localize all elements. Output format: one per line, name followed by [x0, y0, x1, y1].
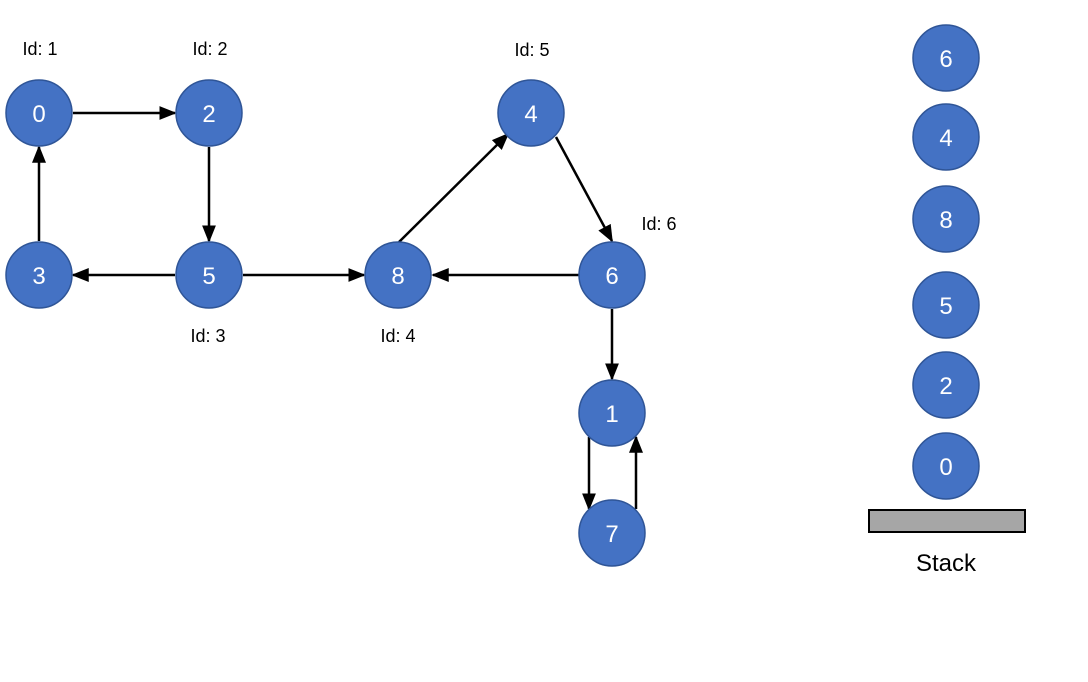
stack-item-label: 4 — [939, 125, 952, 152]
id-label: Id: 1 — [22, 39, 57, 59]
stack-item-label: 0 — [939, 454, 952, 481]
node-6[interactable]: 6 — [578, 241, 646, 309]
node-7[interactable]: 7 — [578, 499, 646, 567]
stack-panel: 6 4 8 5 2 0 Stack — [868, 24, 1026, 577]
stack-item: 2 — [912, 351, 980, 419]
stack-item-label: 5 — [939, 293, 952, 320]
edge-8-to-4 — [398, 132, 510, 243]
node-2[interactable]: 2 — [175, 79, 243, 147]
node-label: 0 — [32, 101, 45, 128]
id-label: Id: 6 — [641, 214, 676, 234]
stack-item: 0 — [912, 432, 980, 500]
node-4[interactable]: 4 — [497, 79, 565, 147]
node-label: 6 — [605, 263, 618, 290]
node-label: 8 — [391, 263, 404, 290]
stack-base — [868, 509, 1026, 533]
node-8[interactable]: 8 — [364, 241, 432, 309]
node-label: 3 — [32, 263, 45, 290]
node-label: 7 — [605, 521, 618, 548]
edges-group — [32, 106, 643, 511]
id-label: Id: 5 — [514, 40, 549, 60]
nodes-group: 0 2 3 5 8 4 6 — [5, 79, 646, 567]
id-labels-group: Id: 1 Id: 2 Id: 3 Id: 4 Id: 5 Id: 6 — [22, 39, 676, 346]
node-label: 5 — [202, 263, 215, 290]
node-label: 4 — [524, 101, 537, 128]
stack-item: 4 — [912, 103, 980, 171]
stack-item-label: 8 — [939, 207, 952, 234]
stack-item: 8 — [912, 185, 980, 253]
stack-item: 6 — [912, 24, 980, 92]
node-label: 1 — [605, 401, 618, 428]
node-1[interactable]: 1 — [578, 379, 646, 447]
node-0[interactable]: 0 — [5, 79, 73, 147]
node-label: 2 — [202, 101, 215, 128]
node-5[interactable]: 5 — [175, 241, 243, 309]
id-label: Id: 2 — [192, 39, 227, 59]
stack-item: 5 — [912, 271, 980, 339]
id-label: Id: 4 — [380, 326, 415, 346]
edge-4-to-6 — [554, 136, 614, 243]
stack-item-label: 2 — [939, 373, 952, 400]
node-3[interactable]: 3 — [5, 241, 73, 309]
stack-item-label: 6 — [939, 46, 952, 73]
stack-title: Stack — [916, 550, 977, 577]
id-label: Id: 3 — [190, 326, 225, 346]
